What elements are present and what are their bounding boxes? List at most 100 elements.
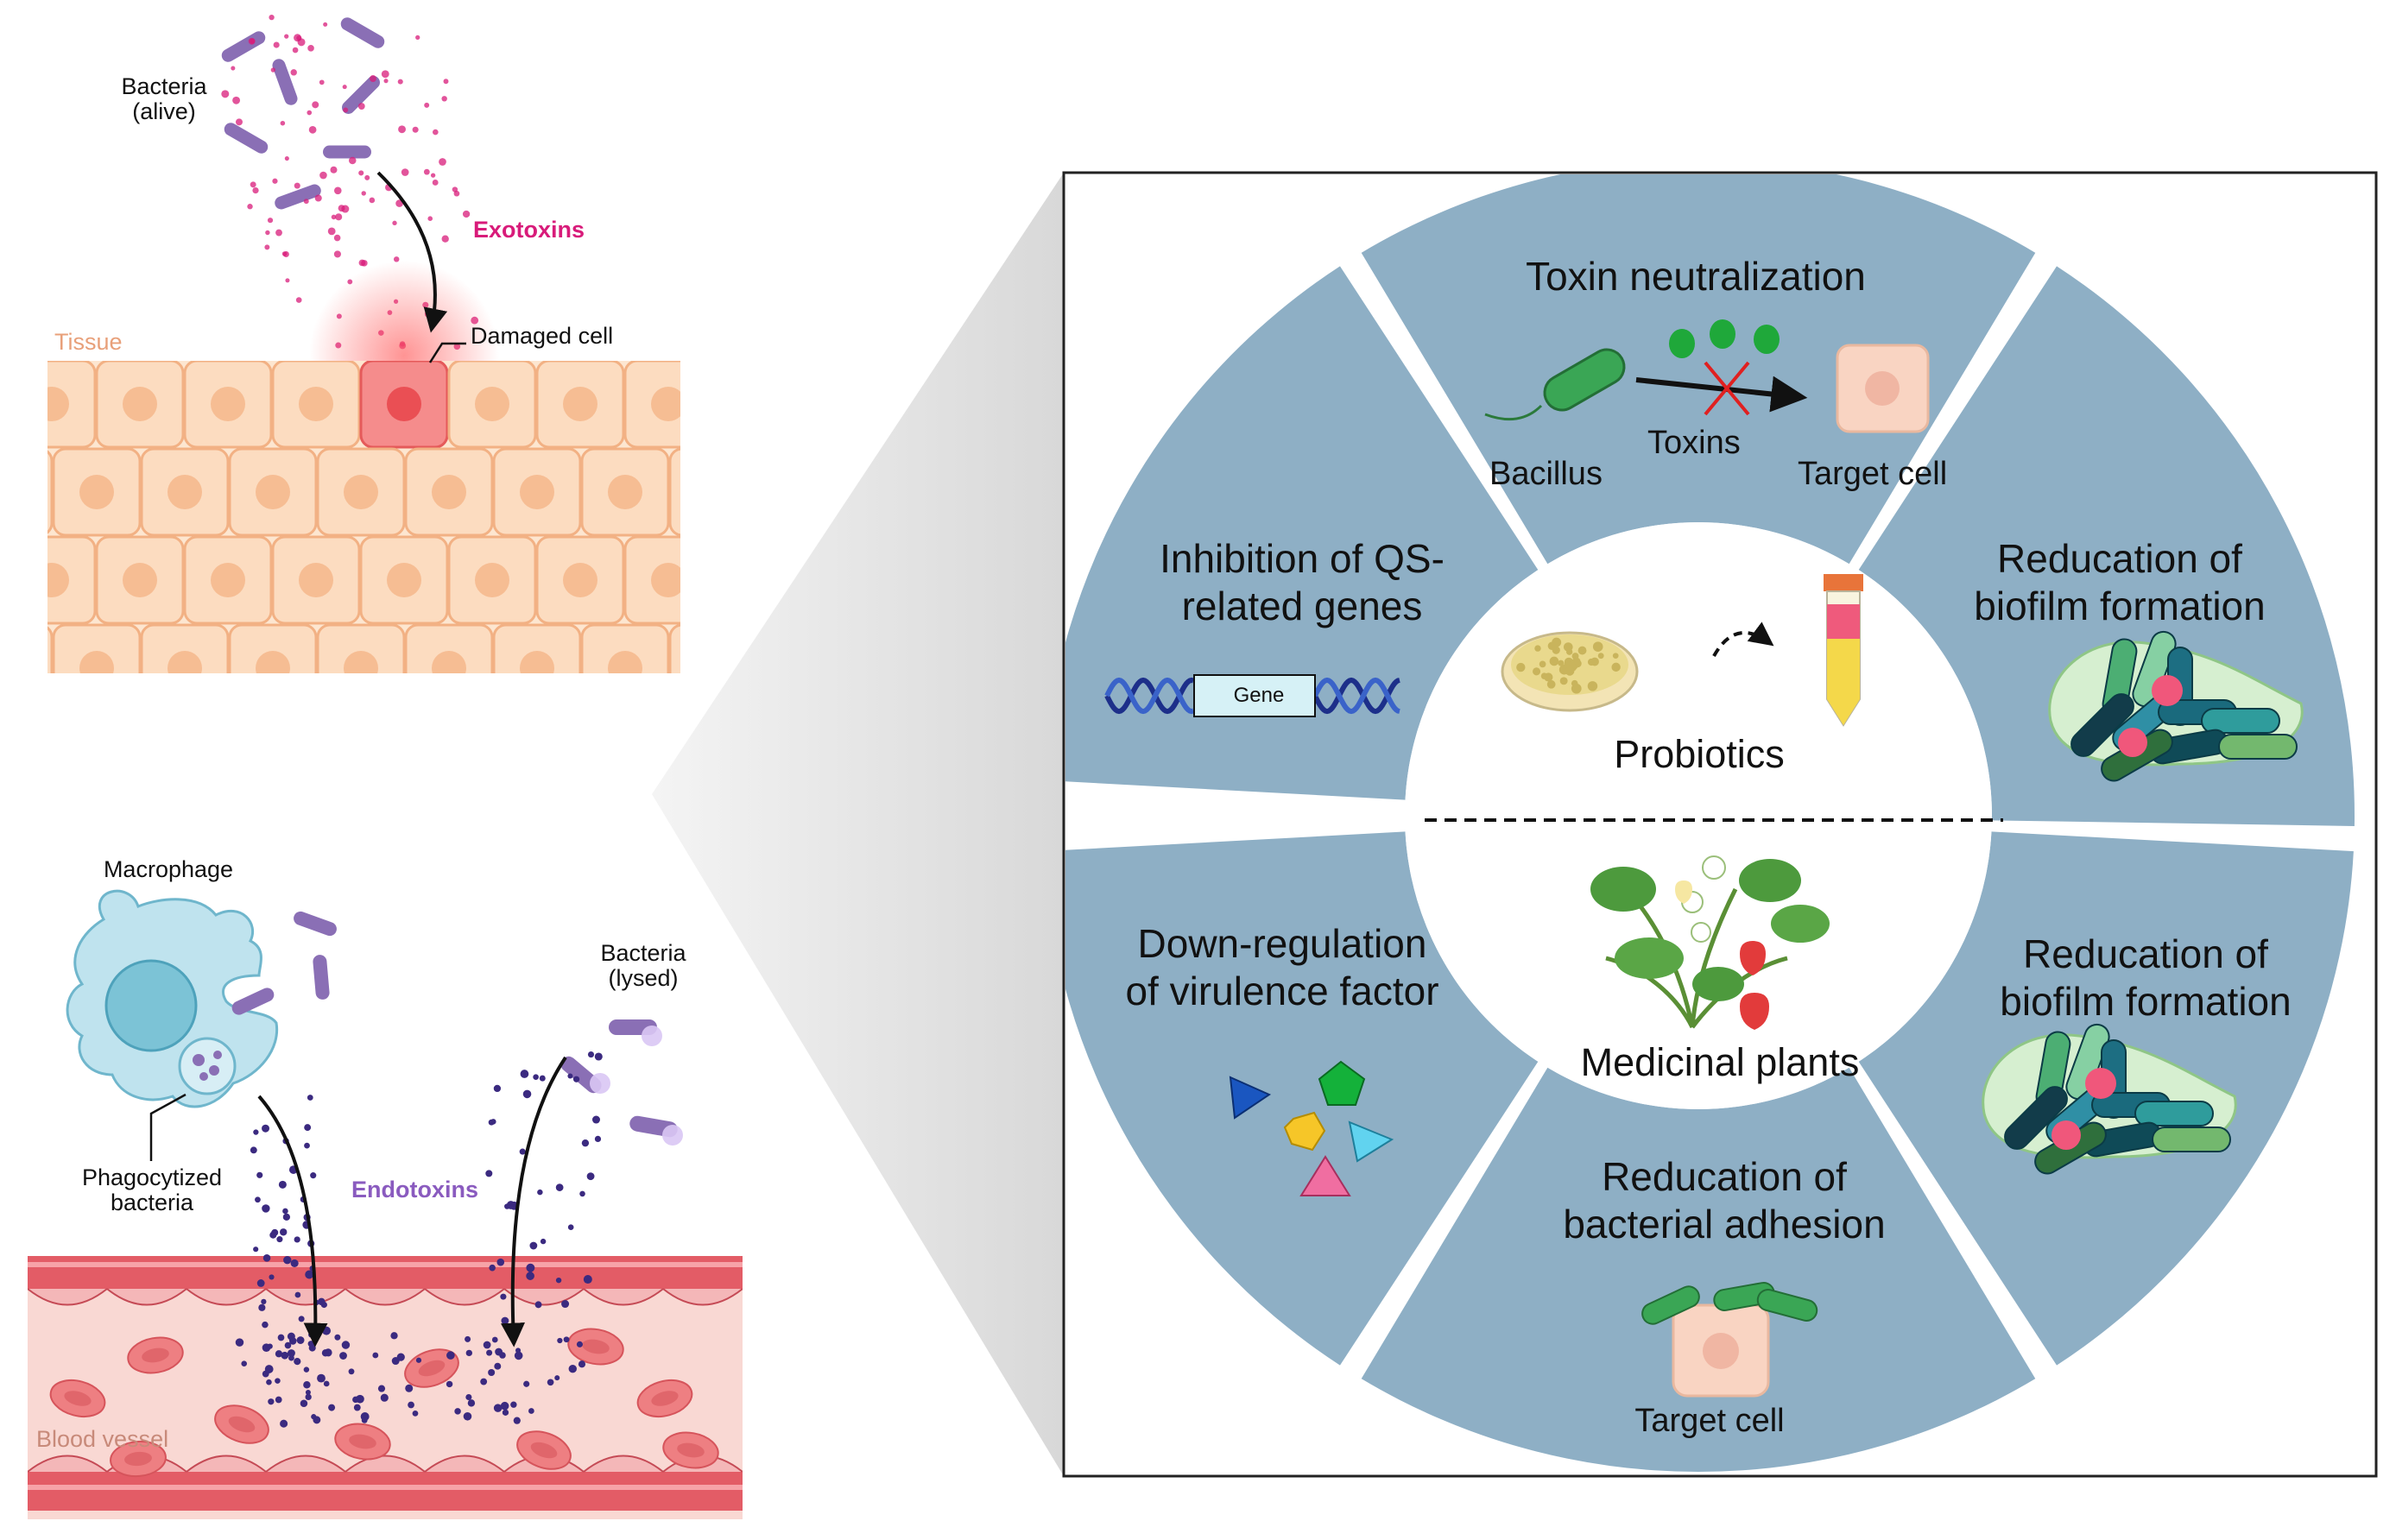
endotoxin-dot — [305, 1389, 311, 1396]
exotoxin-dot — [393, 256, 400, 262]
endotoxin-dot — [317, 1373, 326, 1383]
endotoxin-dot — [256, 1171, 263, 1178]
colony — [1546, 679, 1556, 689]
colony — [1552, 646, 1560, 654]
biofilm-particle — [2085, 1068, 2116, 1099]
endothelial-cell — [424, 1455, 505, 1473]
adhering-bacteria-icon — [1641, 1282, 1818, 1325]
endotoxin-dot — [278, 1180, 287, 1189]
endotoxin-dot — [307, 1095, 313, 1101]
lysed-bacteria — [560, 1019, 683, 1146]
endotoxin-dot — [486, 1349, 493, 1356]
petri-dish-icon — [1501, 631, 1639, 712]
free-bacteria — [231, 911, 337, 1015]
endotoxin-dot — [586, 1172, 595, 1181]
endotoxin-dot — [235, 1338, 244, 1347]
exotoxin-dot — [333, 186, 342, 195]
exotoxin-dot — [264, 244, 270, 250]
lysis-burst — [662, 1125, 683, 1146]
exotoxin-dot — [364, 174, 370, 180]
endotoxin-dot — [304, 1124, 312, 1132]
red-blood-cell-center — [142, 1348, 169, 1363]
gene-label: Gene — [1233, 684, 1285, 707]
exotoxin-dot — [307, 110, 313, 116]
exotoxin-dot — [275, 229, 282, 237]
exotoxin-dot — [281, 251, 288, 256]
bacterium-rod — [221, 31, 266, 62]
endotoxin-dot — [262, 1321, 269, 1329]
endotoxin-dot — [328, 1404, 336, 1411]
endotoxin-dot — [540, 1238, 547, 1245]
exotoxin-dot — [285, 278, 290, 283]
endotoxin-dot — [294, 1291, 301, 1298]
endotoxin-dot — [454, 1408, 461, 1415]
tissue-block — [47, 361, 680, 673]
blood-vessel-label: Blood vessel — [36, 1426, 169, 1452]
bacterium-rod — [313, 955, 330, 1000]
endothelial-cell — [583, 1288, 664, 1306]
adhesion-target-cell-icon — [1672, 1303, 1770, 1398]
cell-nucleus — [475, 387, 509, 421]
endotoxin-dot — [572, 1076, 580, 1082]
tissue-cell — [316, 623, 406, 673]
endotoxin-dot — [554, 1375, 560, 1381]
endotoxin-dot — [513, 1417, 521, 1424]
endotoxin-dot — [567, 1224, 574, 1231]
endotoxin-dot — [308, 1344, 316, 1352]
colony — [1552, 637, 1562, 647]
phagocytized-leader — [149, 1093, 186, 1161]
endotoxin-dot — [526, 1272, 534, 1280]
endotoxin-dot — [303, 1366, 310, 1373]
exotoxin-dot — [392, 220, 397, 226]
exotoxin-dot — [441, 96, 447, 102]
cell-nucleus — [47, 563, 69, 597]
endotoxin-dot — [281, 1351, 289, 1360]
endotoxin-dot — [258, 1303, 266, 1311]
endotoxin-dot — [294, 1357, 301, 1366]
endotoxin-dot — [561, 1299, 570, 1309]
endotoxin-dot — [250, 1146, 257, 1154]
cell-nucleus — [256, 475, 290, 509]
endotoxin-dot — [500, 1401, 509, 1411]
biofilm-bacterium — [2065, 1023, 2110, 1101]
endotoxin-dot — [348, 1368, 355, 1375]
toxin-dots — [1669, 319, 1780, 358]
endotoxin-dot — [502, 1409, 509, 1416]
endotoxin-dot — [594, 1135, 602, 1143]
exotoxin-dot — [250, 38, 256, 44]
cell-nucleus — [608, 651, 642, 673]
endotoxin-dot — [587, 1051, 595, 1058]
bacteria-alive-label: Bacteria(alive) — [121, 73, 207, 124]
toxins-label: Toxins — [1647, 425, 1741, 461]
wheel-segment — [1361, 174, 2036, 565]
endotoxin-dot — [253, 1247, 259, 1253]
endotoxin-dot — [563, 1336, 570, 1343]
endotoxin-dot — [490, 1119, 496, 1125]
exotoxin-dot — [308, 125, 317, 134]
endotoxin-dot — [390, 1332, 398, 1340]
endotoxin-dot — [529, 1241, 538, 1250]
cell-nucleus — [344, 651, 378, 673]
cell-nucleus — [344, 475, 378, 509]
tissue-cell — [668, 623, 680, 673]
exotoxin-dot — [280, 120, 286, 126]
endotoxin-dot — [255, 1196, 261, 1203]
bacterium-rod — [323, 145, 371, 159]
target-cell-icon-top — [1836, 344, 1930, 433]
biofilm-particle — [2152, 675, 2183, 706]
endotoxin-dot — [323, 1380, 330, 1387]
exotoxins-label: Exotoxins — [473, 217, 585, 243]
dashed-curve-arrow — [1712, 622, 1774, 657]
exotoxin-dot — [265, 230, 270, 236]
exotoxin-dot — [284, 34, 289, 39]
endotoxin-dot — [489, 1264, 496, 1272]
exotoxin-dot — [330, 166, 338, 174]
exotoxin-dot — [348, 156, 357, 165]
bacteria-alive-cluster — [221, 17, 385, 210]
endotoxin-dot — [528, 1408, 534, 1414]
exotoxin-dot — [312, 101, 319, 109]
bacterium-rod — [231, 988, 275, 1015]
endotoxin-dot — [287, 1349, 295, 1358]
bacterium-rod — [342, 76, 380, 114]
